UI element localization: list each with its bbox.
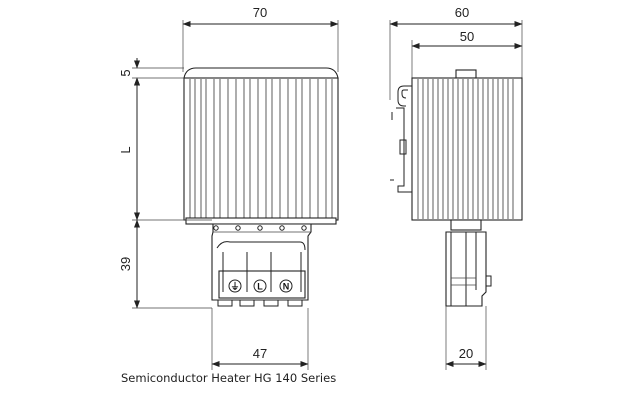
body-outline: [183, 77, 339, 221]
vent-hole: [301, 225, 307, 231]
side-body-outline: [411, 77, 523, 221]
ground-terminal: [228, 279, 242, 293]
side-fins: [417, 79, 514, 219]
dim-label-5: 5: [118, 69, 133, 76]
dim-label-50: 50: [460, 29, 474, 44]
dim-label-L: L: [118, 146, 133, 153]
vent-hole: [257, 225, 263, 231]
front-view: 70 ⏚ L: [118, 5, 339, 370]
din-rail-clip: [390, 85, 412, 193]
front-fins: [189, 79, 333, 218]
terminal-block-front: ⏚ L N: [211, 223, 312, 307]
live-terminal: [253, 279, 267, 293]
neutral-terminal: [279, 279, 293, 293]
top-cap: [183, 67, 339, 79]
terminal-block-side: [445, 219, 492, 307]
heater-body-front: [183, 67, 339, 225]
vent-hole: [213, 225, 219, 231]
side-view: 60 50 20: [389, 5, 523, 370]
vent-hole: [235, 225, 241, 231]
dim-label-70: 70: [253, 5, 267, 20]
figure-caption: Semiconductor Heater HG 140 Series: [121, 371, 337, 385]
dim-label-39: 39: [118, 257, 133, 271]
dim-label-20: 20: [459, 346, 473, 361]
vent-hole: [279, 225, 285, 231]
live-label: L: [257, 282, 263, 292]
dim-label-47: 47: [253, 346, 267, 361]
neutral-label: N: [283, 282, 290, 292]
top-tab: [455, 69, 477, 79]
body-base: [185, 217, 337, 225]
dim-label-60: 60: [455, 5, 469, 20]
ground-symbol: ⏚: [230, 282, 239, 292]
